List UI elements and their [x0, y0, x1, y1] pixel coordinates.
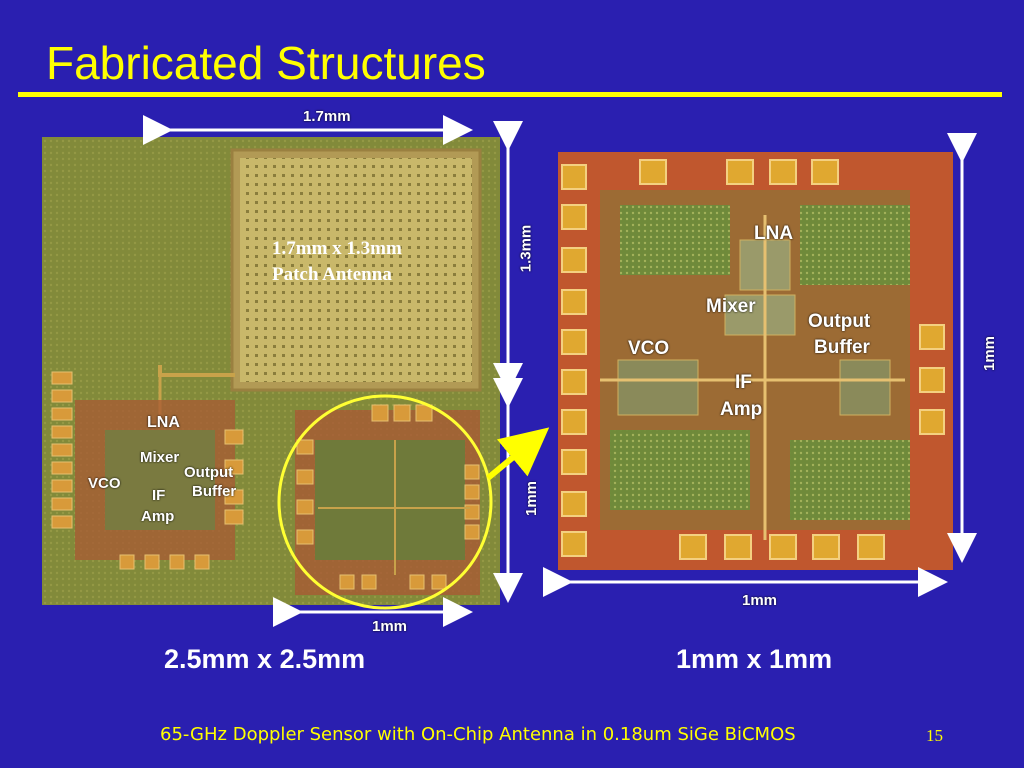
slide-title: Fabricated Structures — [46, 37, 486, 89]
right-lna-label: LNA — [754, 223, 794, 244]
page-number: 15 — [926, 726, 943, 745]
right-vco-label: VCO — [628, 338, 670, 359]
left-if-label: IF — [152, 487, 166, 504]
left-mixer-label: Mixer — [140, 449, 180, 466]
antenna-size-label: 1.7mm x 1.3mm — [272, 238, 402, 259]
left-die-width-label: 1.7mm — [303, 108, 351, 125]
right-height-label: 1mm — [981, 335, 999, 372]
antenna-height-label: 1.3mm — [517, 224, 535, 273]
right-width-label: 1mm — [742, 592, 778, 609]
left-vco-label: VCO — [88, 475, 121, 492]
left-output-label: Output — [184, 464, 234, 481]
circuit-width-label: 1mm — [372, 618, 408, 635]
right-die-caption: 1mm x 1mm — [676, 644, 833, 674]
title-underline — [18, 92, 1002, 97]
antenna-name-label: Patch Antenna — [272, 264, 392, 285]
footer-text: 65-GHz Doppler Sensor with On-Chip Anten… — [160, 724, 796, 745]
circuit-height-label: 1mm — [523, 480, 541, 517]
right-die-photo — [558, 152, 953, 570]
right-if-label: IF — [735, 372, 752, 393]
right-amp-label: Amp — [720, 399, 763, 420]
left-die-photo — [42, 137, 500, 610]
zoom-arrow — [486, 427, 550, 481]
right-output-label: Output — [808, 311, 871, 332]
right-mixer-label: Mixer — [706, 296, 756, 317]
left-die-caption: 2.5mm x 2.5mm — [164, 644, 366, 674]
left-amp-label: Amp — [141, 508, 175, 525]
left-buffer-label: Buffer — [192, 483, 237, 500]
left-lna-label: LNA — [147, 414, 180, 431]
right-buffer-label: Buffer — [814, 337, 870, 358]
